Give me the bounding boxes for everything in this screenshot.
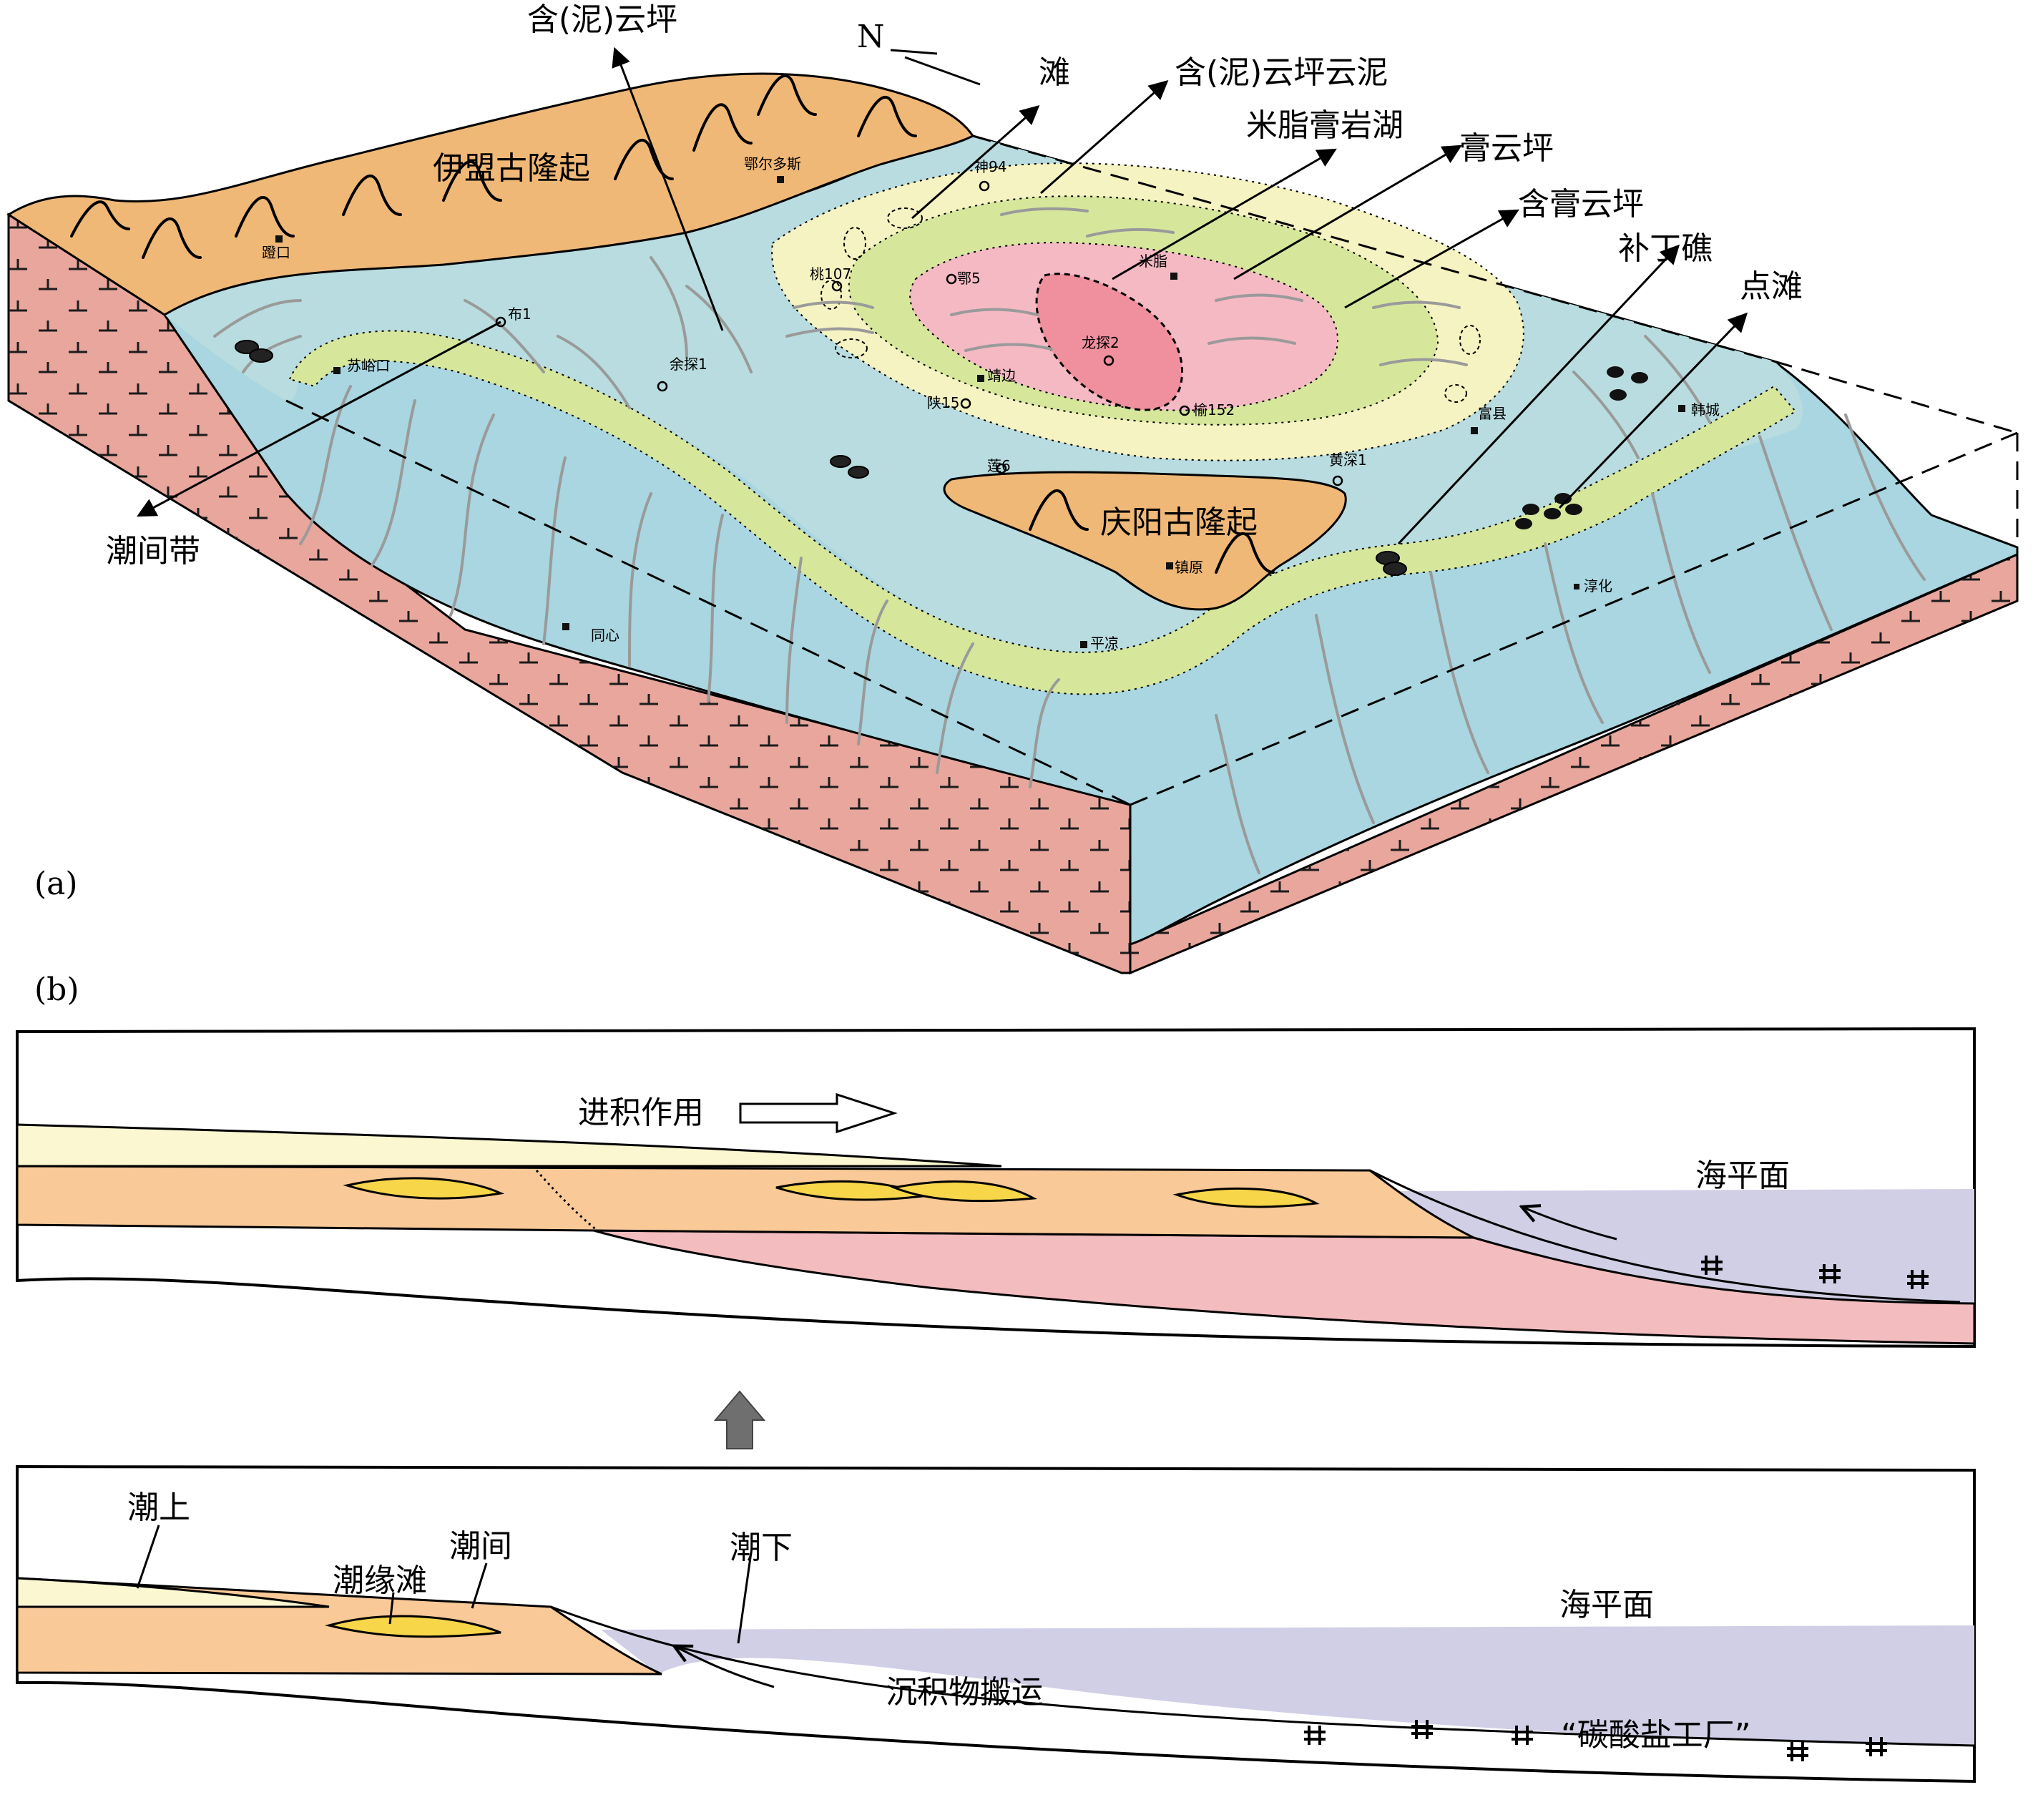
reef-symbol [249, 348, 273, 363]
place-markers [275, 176, 1685, 648]
sediment-transport-label: 沉积物搬运 [886, 1674, 1043, 1711]
progradation-label: 进积作用 [578, 1095, 704, 1131]
reef-symbol [1383, 562, 1407, 576]
shoal-dot [1610, 389, 1627, 401]
shoal-dot [1607, 366, 1624, 378]
block-top-edge [972, 134, 1775, 363]
lower-supratidal [16, 1577, 330, 1608]
uplift-label-yimeng: 伊盟古隆起 [433, 150, 590, 187]
lower-sea-line [550, 1605, 1975, 1747]
qingyang-uplift [943, 471, 1347, 611]
well-label: 布1 [508, 305, 531, 323]
shoal-dot [1515, 518, 1532, 529]
upper-dotted-front [535, 1170, 598, 1232]
zone-label: 含(泥)云坪云泥 [1175, 54, 1388, 91]
carbonate-factory-label: “碳酸盐工厂” [1561, 1717, 1751, 1753]
well-label: 鄂5 [957, 270, 981, 287]
upper-slope [593, 1229, 1976, 1345]
lower-section: 潮上 潮缘滩 潮间 潮下 海平面 沉积物搬运 “碳酸盐工厂” [16, 1464, 1976, 1784]
intertidal-label: 潮间 [449, 1528, 512, 1565]
leader-arrows [137, 47, 1748, 545]
well-label: 神94 [974, 158, 1006, 175]
lower-leader-lines [136, 1525, 753, 1644]
shoal-dot [1554, 493, 1572, 504]
sea-level-label: 海平面 [1559, 1587, 1654, 1623]
zone-label: 潮间带 [106, 533, 200, 569]
well-label: 莲6 [987, 457, 1011, 474]
shoal-outline [843, 227, 866, 260]
hill-symbols [70, 74, 1275, 574]
north-label: N [857, 19, 885, 55]
zone-label: 含膏云坪 [1518, 186, 1644, 222]
carbonate-factory-icon [1304, 1720, 1887, 1761]
place-label: 镇原 [1175, 559, 1203, 576]
shoal-outline [887, 207, 923, 229]
progradation-arrow-icon [739, 1092, 898, 1134]
tidal-shoal-label: 潮缘滩 [333, 1562, 427, 1599]
well-markers [495, 180, 1343, 486]
zone-label: 米脂膏岩湖 [1246, 107, 1403, 144]
lower-sea [601, 1625, 1974, 1746]
upper-sea-line [1369, 1169, 1961, 1303]
place-label: 富县 [1478, 405, 1507, 422]
upper-sea [1398, 1189, 1974, 1303]
north-arrow-icon [890, 49, 981, 86]
reef-symbol [235, 340, 259, 354]
place-label: 苏峪口 [347, 357, 390, 374]
reef-symbols [235, 340, 1407, 576]
zone-label: 滩 [1039, 54, 1070, 91]
basement-right-wall-pattern [1130, 554, 2017, 973]
block-diagram: N 伊盟古隆起 庆阳古隆起 含(泥)云坪 滩 含(泥)云坪云泥 米脂膏岩湖 膏云… [6, 1, 2019, 975]
sea-level-label: 海平面 [1695, 1158, 1790, 1194]
shoal-lens [343, 1177, 1320, 1208]
place-label: 靖边 [987, 367, 1016, 384]
panel-a-tag: (a) [34, 866, 78, 902]
shelf-rim-band [288, 330, 1797, 695]
place-label: 同心 [591, 627, 619, 644]
subtidal-label: 潮下 [730, 1530, 793, 1566]
zone-label: 含(泥)云坪 [527, 1, 677, 38]
upper-supratidal [16, 1123, 1002, 1168]
place-label: 米脂 [1139, 253, 1167, 270]
basement-left-wall-pattern [9, 215, 1130, 973]
well-label: 余探1 [670, 356, 707, 373]
well-label: 龙探2 [1082, 334, 1120, 351]
well-label: 黄深1 [1329, 451, 1367, 469]
shoal-outline [1444, 384, 1467, 403]
zone-label: 补丁礁 [1618, 230, 1713, 267]
shoal-outline [820, 280, 842, 310]
transport-arrow-icon [676, 1647, 775, 1688]
shoal-dot [1565, 504, 1582, 515]
shoal-outline [1459, 325, 1481, 355]
upper-section: 进积作用 海平面 [16, 1027, 1976, 1349]
well-label: 陕15 [927, 394, 959, 411]
reef-symbol [848, 466, 869, 479]
panel-b-tag: (b) [34, 972, 79, 1008]
transport-arrow-icon [1524, 1208, 1617, 1241]
shoal-dot [1544, 508, 1561, 519]
well-label: 榆152 [1193, 401, 1235, 419]
supratidal-label: 潮上 [127, 1489, 190, 1526]
uplift-label-qingyang: 庆阳古隆起 [1100, 504, 1258, 541]
evolution-arrow-icon [713, 1390, 766, 1449]
block-hidden-edges [285, 360, 2019, 944]
zone-label: 膏云坪 [1459, 130, 1554, 167]
well-label: 桃107 [810, 265, 851, 283]
contour-lines [213, 207, 1926, 874]
place-label: 韩城 [1691, 401, 1720, 419]
place-label: 平凉 [1090, 635, 1119, 652]
carbonate-factory-icon [1701, 1256, 1929, 1289]
reef-symbol [830, 455, 851, 468]
shoal-dot [1631, 372, 1648, 383]
place-label: 淳化 [1584, 577, 1612, 595]
place-label: 鄂尔多斯 [744, 155, 801, 172]
shoal-outline [835, 338, 868, 358]
shoal-lens [325, 1615, 501, 1638]
zone-label: 点滩 [1740, 268, 1803, 305]
shoal-dot [1522, 504, 1539, 515]
place-label: 蹬口 [262, 244, 290, 261]
point-shoal-dots [1515, 366, 1648, 529]
